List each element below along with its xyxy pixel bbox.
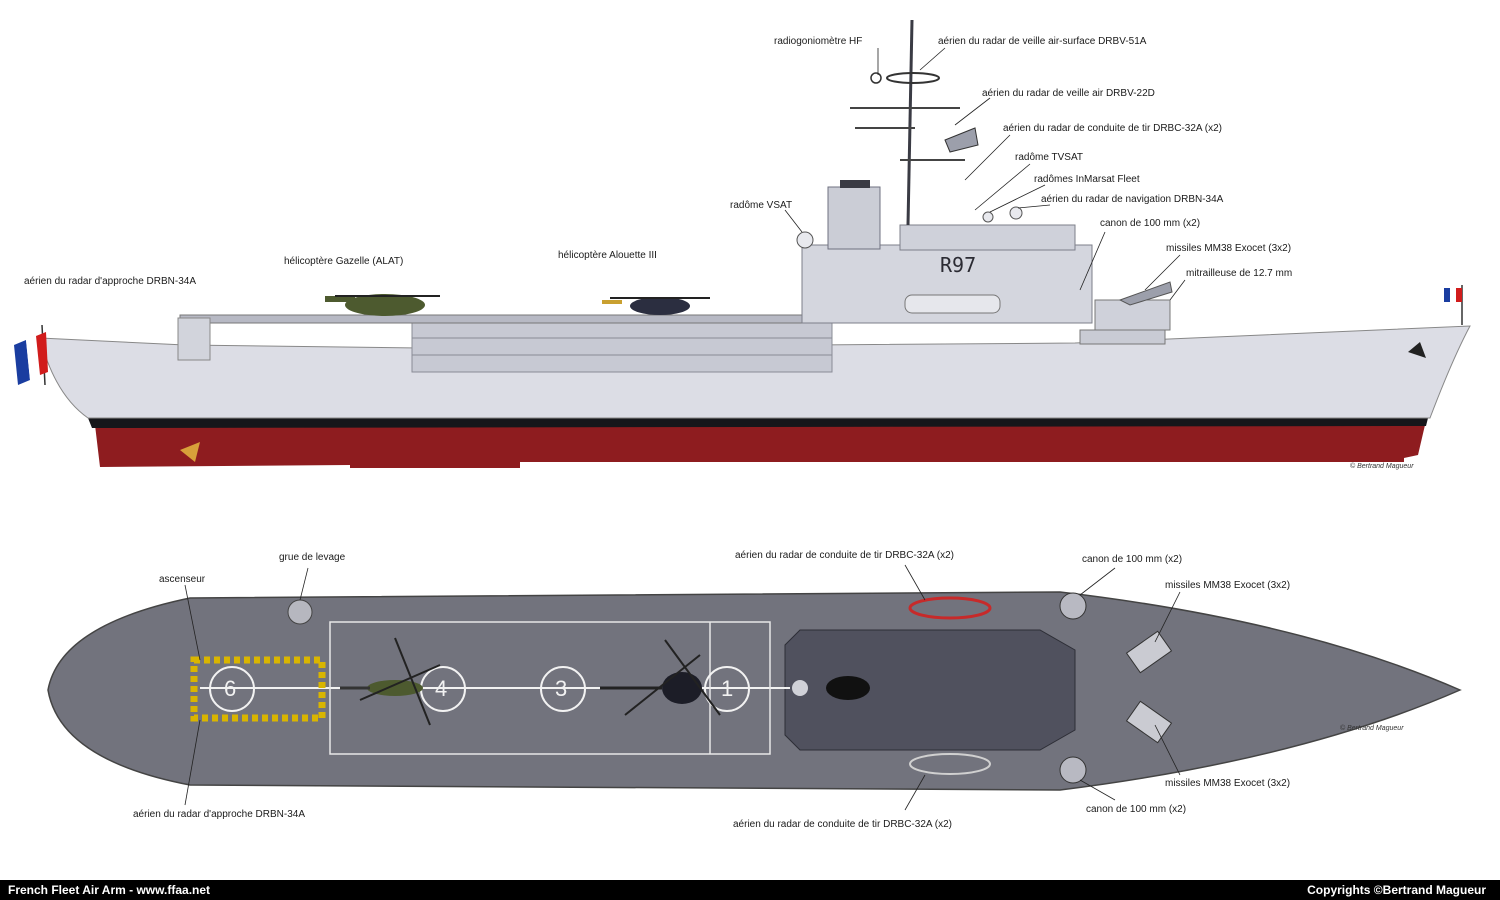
footer-bar: French Fleet Air Arm - www.ffaa.net Copy…: [0, 880, 1500, 900]
elevator-hazard-frame: [190, 656, 326, 722]
label-canon: canon de 100 mm (x2): [1100, 218, 1201, 229]
hull-number: R97: [940, 253, 977, 277]
alouette-helicopter-side: [602, 297, 710, 315]
flight-deck-edge: [179, 314, 831, 324]
gazelle-helicopter-side: [325, 294, 440, 316]
top-deck-outline: [47, 591, 1462, 791]
side-credit: © Bertrand Magueur: [1350, 463, 1414, 470]
hull-boot-topping: [88, 418, 1428, 428]
ship-diagram: radiogoniomètre HF aérien du radar de ve…: [14, 19, 1471, 830]
side-view-ship: [14, 19, 1471, 468]
label-tvsat: radôme TVSAT: [1015, 152, 1083, 163]
label-radiogoniometre: radiogoniomètre HF: [774, 36, 863, 47]
label-canon-bottom: canon de 100 mm (x2): [1086, 804, 1187, 815]
label-mitrailleuse: mitrailleuse de 12.7 mm: [1186, 268, 1293, 279]
top-view-ship: [47, 591, 1462, 791]
leader-lines: [184, 47, 1186, 811]
ship-drawing-svg: [14, 19, 1471, 811]
label-vsat: radôme VSAT: [730, 200, 793, 211]
top-credit: © Bertrand Magueur: [1340, 725, 1404, 732]
label-drbn34a-approche: aérien du radar d'approche DRBN-34A: [24, 276, 197, 287]
label-grue: grue de levage: [279, 552, 346, 563]
label-drbc32a-top: aérien du radar de conduite de tir DRBC-…: [735, 550, 955, 561]
spot-number: 4: [435, 676, 448, 701]
label-exocet-top: missiles MM38 Exocet (3x2): [1165, 580, 1291, 591]
label-drbc32a-bottom: aérien du radar de conduite de tir DRBC-…: [733, 819, 953, 830]
label-drbv22d: aérien du radar de veille air DRBV-22D: [982, 88, 1155, 99]
main-mast: [906, 19, 914, 226]
hull-red-underwater: [95, 425, 1425, 468]
label-gazelle: hélicoptère Gazelle (ALAT): [284, 256, 404, 267]
label-drbn34a-approche-top: aérien du radar d'approche DRBN-34A: [133, 809, 306, 820]
label-drbv51a: aérien du radar de veille air-surface DR…: [938, 36, 1147, 47]
label-exocet: missiles MM38 Exocet (3x2): [1166, 243, 1292, 254]
spot-number: 6: [224, 676, 237, 701]
label-drbn34a-nav: aérien du radar de navigation DRBN-34A: [1041, 194, 1224, 205]
spot-number: 1: [721, 676, 734, 701]
spot-number: 3: [555, 676, 568, 701]
funnel: [827, 186, 881, 250]
label-inmarsat: radômes InMarsat Fleet: [1034, 174, 1140, 185]
footer-copyright: Copyrights ©Bertrand Magueur: [1307, 883, 1486, 897]
hangar-gallery: [411, 319, 833, 373]
alouette-helicopter-top: [600, 639, 721, 716]
label-alouette: hélicoptère Alouette III: [558, 250, 657, 261]
label-exocet-bottom: missiles MM38 Exocet (3x2): [1165, 778, 1291, 789]
top-island: [784, 629, 1076, 751]
jack-flag: [1444, 285, 1463, 325]
french-ensign: [14, 324, 48, 386]
gazelle-helicopter-top: [340, 637, 441, 726]
label-drbc32a: aérien du radar de conduite de tir DRBC-…: [1003, 123, 1223, 134]
label-canon-top: canon de 100 mm (x2): [1082, 554, 1183, 565]
footer-site-link[interactable]: French Fleet Air Arm - www.ffaa.net: [8, 883, 211, 897]
label-ascenseur: ascenseur: [159, 574, 206, 585]
